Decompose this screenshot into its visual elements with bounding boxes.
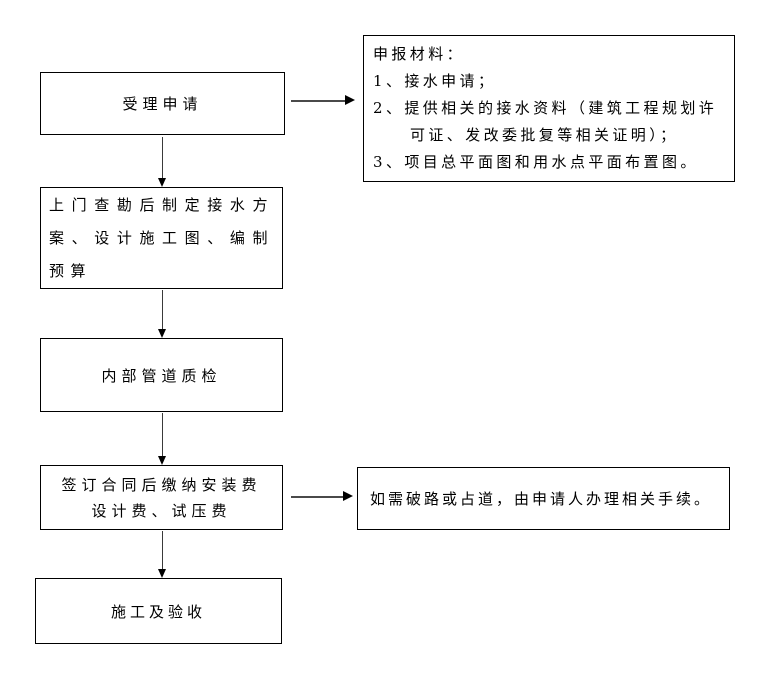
- node-construction-acceptance: 施工及验收: [35, 578, 282, 644]
- materials-item-3: 3、项目总平面图和用水点平面布置图。: [373, 153, 699, 171]
- right-arrow-icon: [291, 95, 355, 106]
- node-accept-application: 受理申请: [40, 72, 285, 135]
- node-internal-pipe-inspection: 内部管道质检: [40, 338, 283, 412]
- node-contract-payment-label: 签订合同后缴纳安装费 设计费、试压费: [61, 475, 262, 520]
- node-survey-plan-label: 上门查勘后制定接水方案、设计施工图、编制预算: [49, 196, 274, 280]
- materials-title: 申报材料：: [373, 45, 466, 63]
- node-roadwork-note: 如需破路或占道，由申请人办理相关手续。: [357, 467, 730, 530]
- node-roadwork-note-label: 如需破路或占道，由申请人办理相关手续。: [370, 490, 713, 508]
- node-construction-acceptance-label: 施工及验收: [110, 602, 206, 621]
- down-arrow-icon: [158, 413, 167, 465]
- down-arrow-icon: [158, 531, 167, 578]
- node-contract-payment: 签订合同后缴纳安装费 设计费、试压费: [40, 465, 283, 530]
- node-application-materials: 申报材料： 1、接水申请； 2、提供相关的接水资料（建筑工程规划许可证、发改委批…: [363, 35, 735, 182]
- node-survey-plan: 上门查勘后制定接水方案、设计施工图、编制预算: [40, 187, 283, 289]
- down-arrow-icon: [158, 137, 167, 187]
- down-arrow-icon: [158, 290, 167, 338]
- right-arrow-icon: [291, 491, 353, 502]
- node-accept-application-label: 受理申请: [122, 95, 203, 113]
- materials-item-1: 1、接水申请；: [373, 72, 497, 90]
- node-internal-pipe-inspection-label: 内部管道质检: [101, 366, 222, 385]
- materials-item-2: 2、提供相关的接水资料（建筑工程规划许可证、发改委批复等相关证明）；: [373, 99, 718, 144]
